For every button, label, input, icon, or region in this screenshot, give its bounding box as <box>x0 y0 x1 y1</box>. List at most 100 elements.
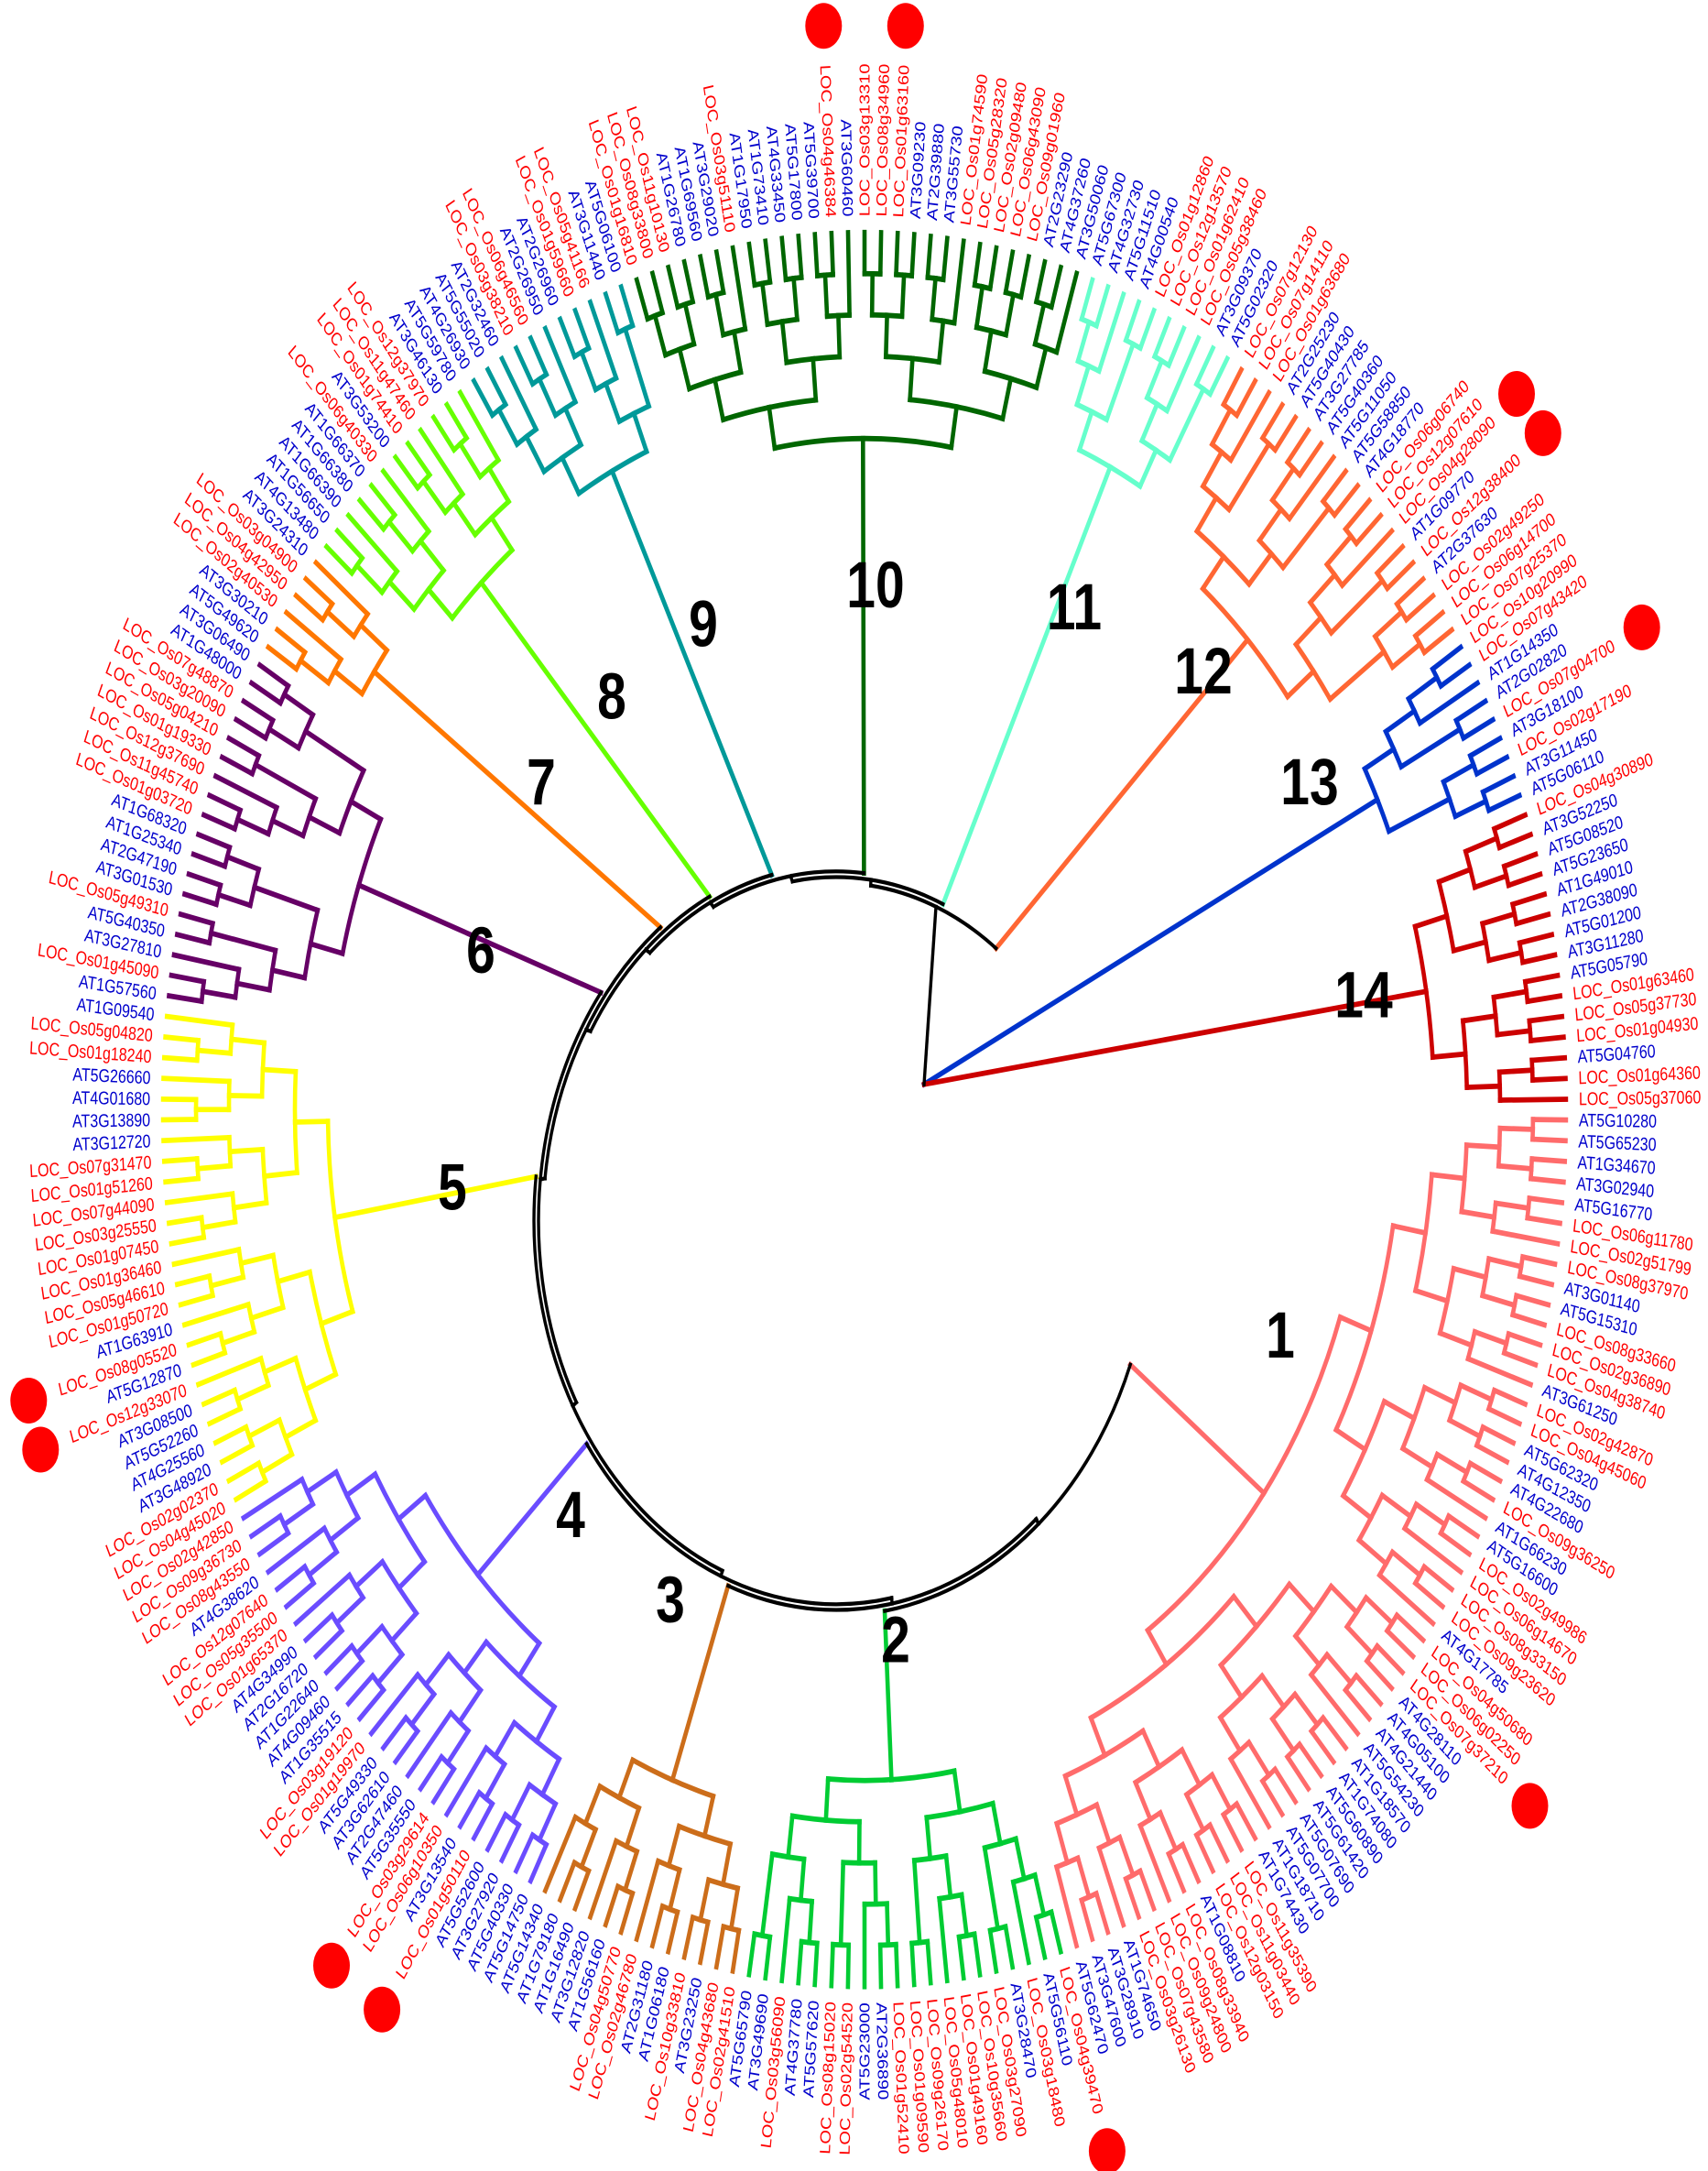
terminal-branch <box>1033 258 1048 305</box>
clade-7-subtree <box>265 559 664 932</box>
highlight-dot-marker <box>805 3 843 49</box>
internal-branch <box>1496 1067 1535 1075</box>
branch-arc <box>1123 1867 1144 1882</box>
terminal-branch <box>1049 1908 1064 1956</box>
internal-branch <box>822 272 830 320</box>
internal-branch <box>1485 1255 1524 1271</box>
internal-branch <box>1437 1329 1474 1349</box>
internal-branch <box>281 691 316 719</box>
clade-stem <box>921 987 1430 1088</box>
terminal-branch <box>746 241 757 289</box>
internal-branch <box>1053 1820 1071 1867</box>
terminal-branch <box>186 870 223 889</box>
terminal-branch <box>1123 1875 1142 1921</box>
branch-arc <box>784 354 843 365</box>
clade-stem <box>993 636 1251 953</box>
terminal-branch <box>937 1895 950 1984</box>
terminal-branch <box>1296 1740 1324 1780</box>
internal-branch <box>1258 1672 1288 1711</box>
internal-branch <box>666 1823 682 1870</box>
terminal-branch <box>1272 1765 1299 1806</box>
branch-arc <box>1292 640 1333 704</box>
internal-branch <box>282 1416 319 1441</box>
internal-branch <box>667 1866 682 1913</box>
terminal-branch <box>233 715 269 742</box>
terminal-branch <box>603 290 621 336</box>
terminal-branch <box>368 1671 421 1738</box>
internal-branch <box>559 453 582 497</box>
internal-branch <box>1225 440 1272 514</box>
branch-arc <box>378 1622 406 1659</box>
internal-branch <box>1472 872 1509 891</box>
internal-branch <box>304 1468 340 1496</box>
leaf-label: LOC_Os08g34960 <box>874 63 894 216</box>
internal-branch <box>1381 1398 1418 1423</box>
terminal-branch <box>909 1940 917 1988</box>
internal-branch <box>807 1898 815 1946</box>
backbone-arc <box>537 989 604 1405</box>
branch-arc <box>982 367 1039 391</box>
internal-branch <box>354 562 386 596</box>
internal-branch <box>200 987 238 1000</box>
branch-arc <box>1320 497 1338 519</box>
branch-arc <box>1527 1018 1533 1044</box>
internal-branch <box>1362 745 1397 773</box>
highlight-dot-marker <box>10 1378 48 1424</box>
internal-branch <box>952 1768 963 1816</box>
branch-arc <box>655 1858 682 1873</box>
internal-branch <box>509 1781 533 1824</box>
internal-branch <box>911 1857 922 1946</box>
internal-branch <box>885 1901 891 1948</box>
branch-arc <box>824 312 852 320</box>
branch-arc <box>1123 336 1144 352</box>
branch-arc <box>320 600 335 624</box>
branch-arc <box>1480 788 1492 814</box>
branch-arc <box>483 1638 558 1711</box>
terminal-branch <box>471 376 495 420</box>
branch-arc <box>1509 1292 1519 1318</box>
terminal-branch <box>877 1942 884 1990</box>
branch-arc <box>831 1941 852 1948</box>
backbone-arc <box>725 1516 1039 1612</box>
terminal-branch <box>1320 1714 1349 1752</box>
terminal-branch <box>542 1813 579 1894</box>
terminal-branch <box>698 253 711 300</box>
internal-branch <box>1230 1592 1260 1631</box>
internal-branch <box>536 1800 559 1844</box>
terminal-branch <box>323 542 355 577</box>
internal-branch <box>1337 1314 1375 1335</box>
internal-branch <box>200 1218 238 1231</box>
branch-arc <box>380 511 398 533</box>
tree-branches <box>160 229 1569 1990</box>
terminal-branch <box>1137 1867 1157 1913</box>
internal-branch <box>810 355 819 403</box>
terminal-branch <box>334 1657 365 1692</box>
internal-branch <box>1284 667 1317 701</box>
terminal-branch <box>952 238 966 326</box>
internal-branch <box>1179 1746 1202 1789</box>
branch-arc <box>259 1040 267 1099</box>
branch-arc <box>1438 1512 1452 1537</box>
leaf-label: LOC_Os01g64360 <box>1578 1063 1701 1089</box>
terminal-branch <box>457 1788 483 1830</box>
internal-branch <box>1292 1631 1322 1669</box>
terminal-branch <box>1529 1156 1568 1164</box>
terminal-branch <box>1529 1054 1568 1064</box>
branch-arc <box>267 947 278 993</box>
internal-branch <box>1183 1791 1207 1834</box>
internal-branch <box>302 1370 339 1393</box>
branch-arc <box>1491 825 1503 851</box>
internal-branch <box>791 275 800 322</box>
terminal-branch <box>587 299 619 382</box>
internal-branch <box>823 1775 831 1824</box>
terminal-branch <box>334 527 365 562</box>
branch-arc <box>194 1155 201 1182</box>
terminal-branch <box>1528 1175 1566 1185</box>
terminal-branch <box>572 307 592 352</box>
branch-arc <box>1437 1265 1456 1336</box>
internal-branch <box>1292 614 1324 649</box>
branch-arc <box>292 1068 299 1176</box>
branch-arc <box>1209 441 1235 464</box>
backbone-arc <box>883 1361 1133 1614</box>
internal-branch <box>1193 494 1220 535</box>
